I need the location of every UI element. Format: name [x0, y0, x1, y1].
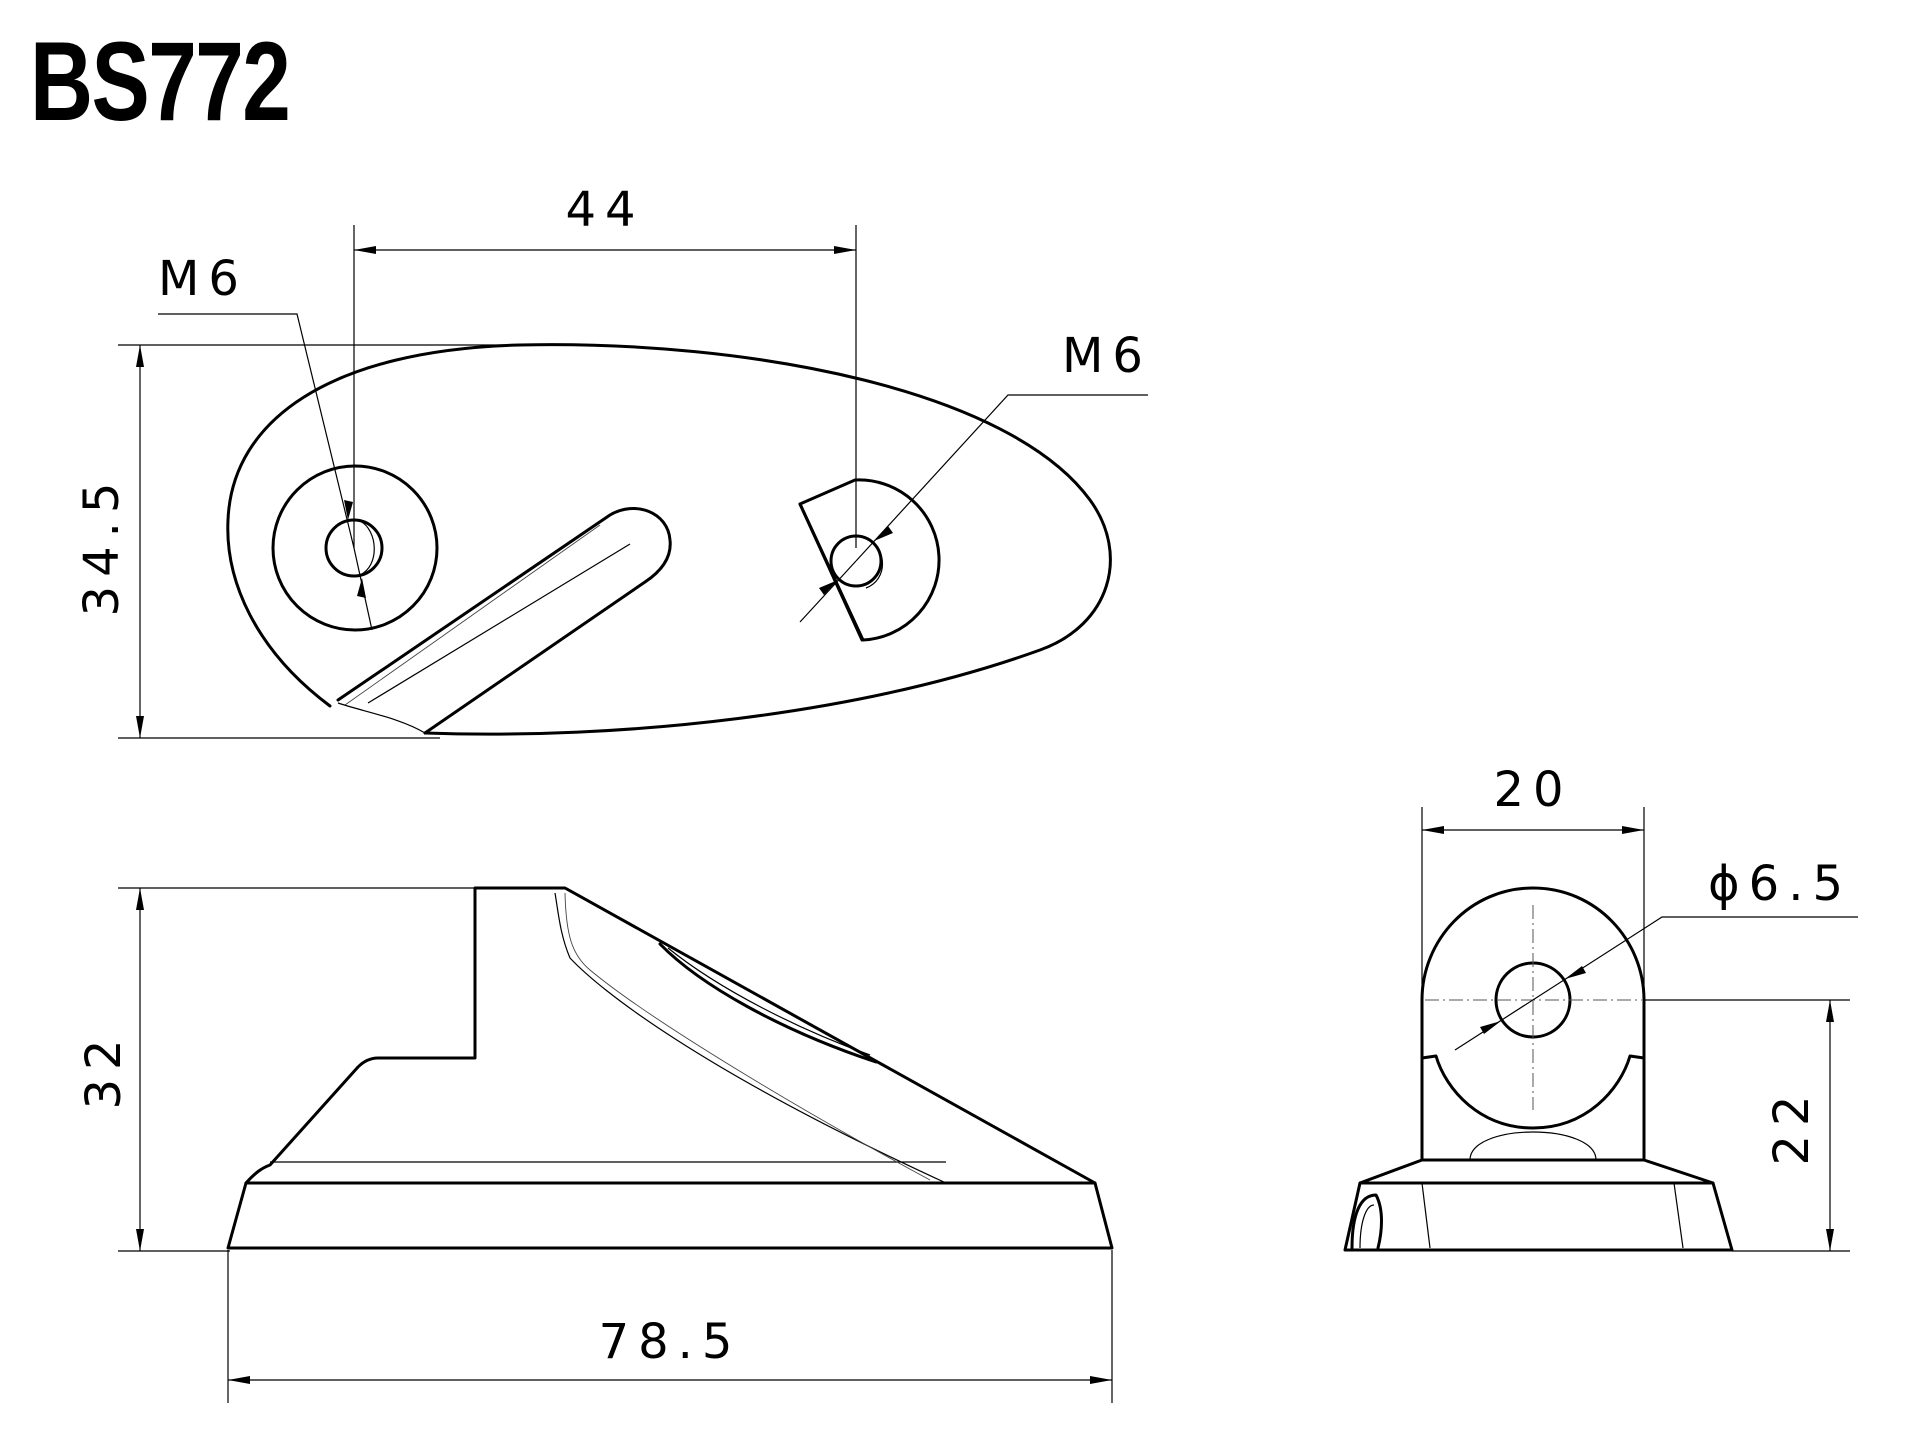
bore-diameter-dimension: ϕ6.5	[1708, 856, 1852, 912]
end-view-base	[1343, 1181, 1734, 1252]
side-view-outline	[226, 1181, 1114, 1250]
slot-outline	[336, 506, 672, 735]
end-view: 20 ϕ6.5 22	[1343, 762, 1858, 1252]
side-ramp-inner-1	[554, 892, 947, 1184]
side-ramp-groove-edge	[667, 947, 871, 1056]
end-view-upright	[1420, 886, 1646, 1162]
side-view-upper-outline	[244, 886, 1097, 1185]
side-ramp-inner-2	[564, 892, 931, 1181]
end-view-saddle-lower	[1469, 1131, 1597, 1161]
end-view-saddle	[1420, 1054, 1646, 1130]
right-boss-flat	[798, 502, 864, 642]
top-view: 44 M6 M6 34.5	[74, 182, 1152, 739]
top-height-dimension: 34.5	[74, 474, 130, 617]
right-m6-label: M6	[1062, 328, 1152, 384]
side-view: 32 78.5	[76, 886, 1114, 1403]
end-view-base-edge-right	[1673, 1182, 1684, 1249]
side-ramp-groove	[658, 942, 878, 1064]
end-view-base-top	[1358, 1158, 1715, 1185]
left-m6-label: M6	[158, 251, 248, 307]
bore-height-dimension: 22	[1764, 1086, 1820, 1165]
right-boss	[798, 478, 941, 642]
right-hole-inner-arc	[865, 537, 883, 589]
overall-length-dimension: 78.5	[599, 1314, 742, 1370]
end-view-slot-curve-inner	[1359, 1204, 1375, 1249]
top-view-outline	[226, 343, 1112, 736]
slot-bottom-curve	[337, 702, 426, 734]
side-height-dimension: 32	[76, 1030, 132, 1109]
end-view-slot-curve	[1350, 1193, 1383, 1250]
left-hole-inner-arc	[359, 520, 375, 576]
hole-spacing-dimension: 44	[565, 182, 644, 238]
slot-inner-line	[344, 524, 601, 706]
end-view-base-edge-left	[1421, 1182, 1431, 1249]
left-boss	[271, 464, 439, 632]
end-width-dimension: 20	[1493, 762, 1572, 818]
slot-edge-line	[367, 543, 631, 704]
part-number-title: BS772	[30, 19, 291, 144]
